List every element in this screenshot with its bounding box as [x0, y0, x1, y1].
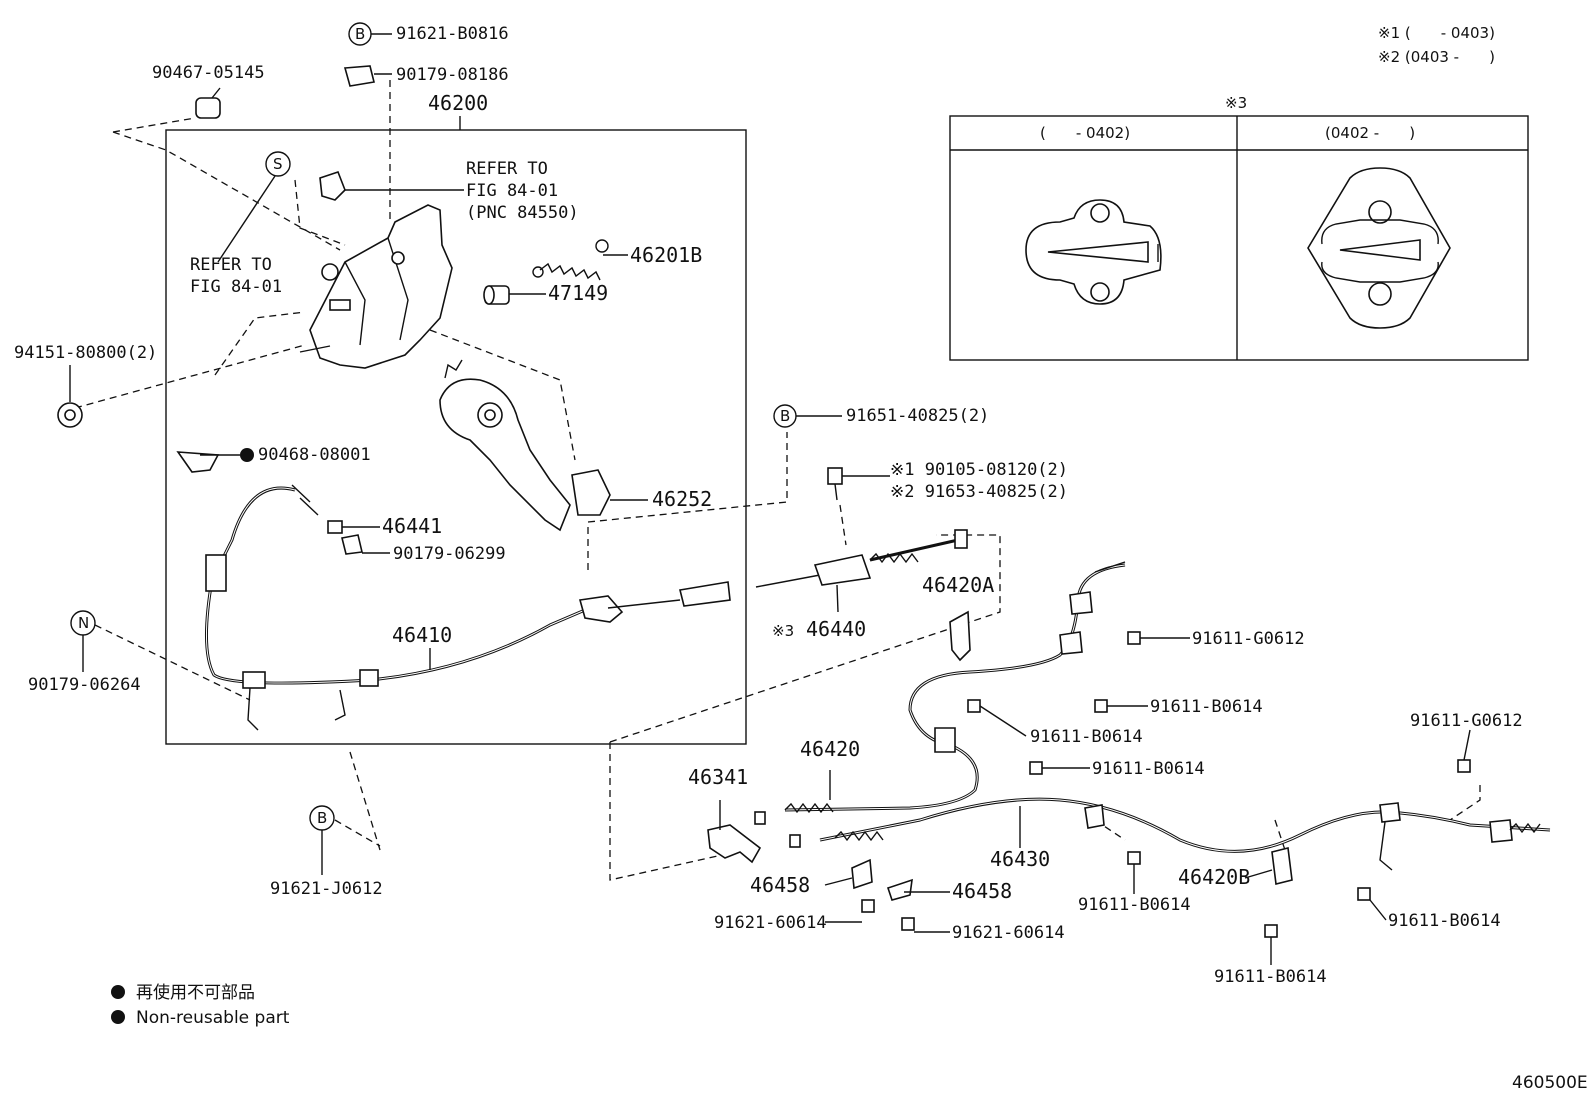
label-91611-g0612-a: 91611-G0612	[1192, 629, 1305, 649]
equalizer-46440-icon	[755, 467, 968, 588]
inset-title: ※3	[1225, 94, 1247, 112]
svg-text:B: B	[355, 25, 365, 43]
clip-90468-icon	[176, 451, 220, 473]
version-note-1: ※1 ( - 0403)	[1378, 24, 1495, 42]
label-91611-g0612-b: 91611-G0612	[1410, 711, 1523, 731]
spring-46201b-icon	[532, 239, 609, 281]
label-90179-06299: 90179-06299	[393, 544, 506, 564]
label-46440-mark: ※3	[772, 622, 794, 640]
label-91621-j0612: 91621-J0612	[270, 879, 383, 899]
bolts-icon	[861, 631, 1471, 938]
label-46201b: 46201B	[630, 243, 702, 267]
label-91611-b0614-b: 91611-B0614	[1030, 727, 1143, 747]
label-46458-a: 46458	[750, 873, 810, 897]
clip-46458a-icon	[851, 858, 873, 890]
label-91611-b0614-a: 91611-B0614	[1150, 697, 1263, 717]
clip-84550-icon	[319, 171, 346, 201]
bracket-46420a-icon	[949, 610, 971, 662]
mark-b-middle: B	[773, 404, 842, 428]
label-refer-1-line1: REFER TO	[466, 159, 548, 179]
svg-text:N: N	[78, 614, 89, 632]
inset-col2-header: (0402 - )	[1325, 124, 1415, 142]
label-46410: 46410	[392, 623, 452, 647]
mark-s: S	[217, 151, 291, 263]
label-refer-1-line3: (PNC 84550)	[466, 203, 579, 223]
legend-line-jp: 再使用不可部品	[136, 982, 255, 1003]
label-91651-40825: 91651-40825(2)	[846, 406, 989, 426]
label-refer-2-line2: FIG 84-01	[190, 277, 282, 297]
label-46420: 46420	[800, 737, 860, 761]
label-91653-40825: ※2 91653-40825(2)	[890, 482, 1068, 502]
mark-b-bottom: B	[309, 805, 335, 875]
label-90468-08001: 90468-08001	[258, 445, 371, 465]
svg-text:B: B	[780, 407, 790, 425]
legend-line-en: Non-reusable part	[136, 1008, 290, 1028]
label-91621-60614-a: 91621-60614	[714, 913, 827, 933]
label-91621-60614-b: 91621-60614	[952, 923, 1065, 943]
label-46420a: 46420A	[922, 573, 994, 597]
bolt-46441-icon	[299, 497, 343, 534]
label-90467-05145: 90467-05145	[152, 63, 265, 83]
clip-46458b-icon	[886, 878, 913, 901]
bracket-new-icon	[1307, 167, 1451, 329]
label-46200: 46200	[428, 91, 488, 115]
label-91621-b0816: 91621-B0816	[396, 24, 509, 44]
pedal-pad-46252-icon	[571, 469, 611, 516]
version-note-2: ※2 (0403 - )	[1378, 48, 1495, 66]
label-refer-2-line1: REFER TO	[190, 255, 272, 275]
nut-90467-icon	[195, 97, 221, 119]
non-reusable-dot-icon	[111, 985, 125, 999]
nut-94151-icon	[57, 402, 83, 428]
label-90179-06264: 90179-06264	[28, 675, 141, 695]
bracket-46341-icon	[707, 824, 762, 864]
pedal-arm-icon	[439, 359, 571, 532]
label-91611-b0614-c: 91611-B0614	[1092, 759, 1205, 779]
clip-90179-08186-icon	[343, 65, 375, 87]
svg-text:S: S	[273, 155, 283, 173]
label-47149: 47149	[548, 281, 608, 305]
label-91611-b0614-f: 91611-B0614	[1388, 911, 1501, 931]
label-91611-b0614-e: 91611-B0614	[1214, 967, 1327, 987]
mark-n: N	[70, 610, 96, 672]
clip-90179-06299-icon	[341, 534, 363, 555]
label-90179-08186: 90179-08186	[396, 65, 509, 85]
rear-cable-46430-icon	[789, 797, 1551, 871]
rear-cable-46420-icon	[754, 561, 1126, 825]
figure-id: 460500E	[1512, 1073, 1588, 1093]
label-91611-b0614-d: 91611-B0614	[1078, 895, 1191, 915]
label-94151-80800: 94151-80800(2)	[14, 343, 157, 363]
front-cable-46410-icon	[205, 484, 731, 731]
label-46440: 46440	[806, 617, 866, 641]
assembly-box-46200	[165, 129, 747, 745]
svg-text:B: B	[317, 809, 327, 827]
label-46341: 46341	[688, 765, 748, 789]
brake-pedal-bracket-icon	[299, 204, 453, 369]
label-90105-08120: ※1 90105-08120(2)	[890, 460, 1068, 480]
label-46441: 46441	[382, 514, 442, 538]
bracket-46420b-icon	[1271, 847, 1293, 885]
label-46420b: 46420B	[1178, 865, 1250, 889]
inset-col1-header: ( - 0402)	[1040, 124, 1130, 142]
bracket-old-icon	[1025, 199, 1162, 305]
inset-variant-box: ※3 ( - 0402) (0402 - )	[949, 94, 1529, 361]
label-refer-1-line2: FIG 84-01	[466, 181, 558, 201]
label-46458-b: 46458	[952, 879, 1012, 903]
non-reusable-dot-icon-2	[111, 1010, 125, 1024]
bushing-47149-icon	[483, 285, 510, 305]
label-46252: 46252	[652, 487, 712, 511]
mark-b-top: B	[348, 22, 392, 46]
label-46430: 46430	[990, 847, 1050, 871]
